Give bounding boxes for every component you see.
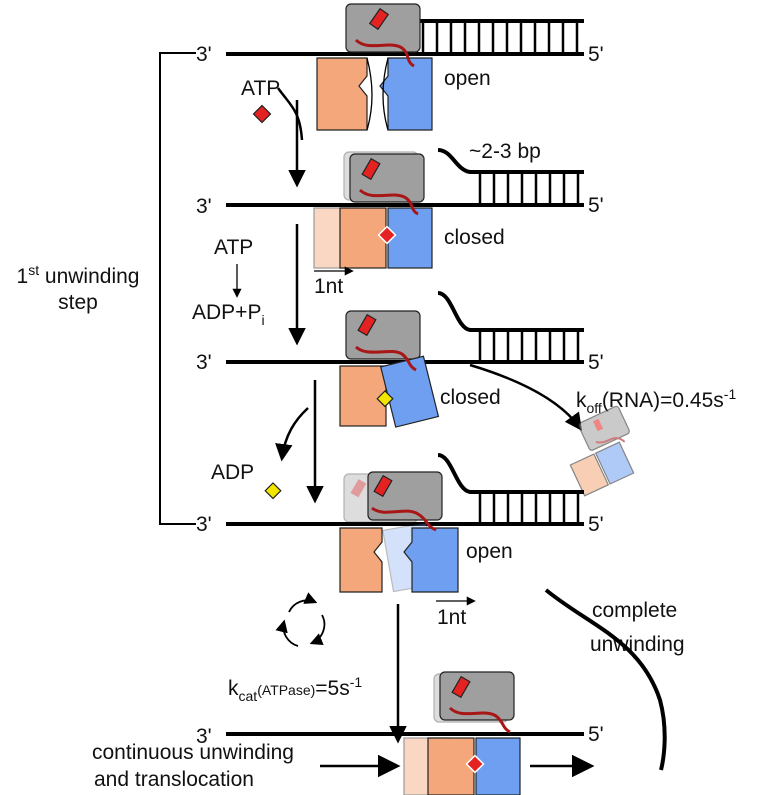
grey-domain	[345, 3, 421, 53]
state-closed-label: closed	[440, 386, 501, 409]
five-prime-label: 5'	[588, 194, 604, 217]
blue-domain	[403, 527, 459, 593]
duplex-rungs	[478, 330, 580, 362]
atp-bound-diamond-icon	[377, 225, 397, 245]
top-strand	[437, 291, 584, 332]
adp-pi-label: ADP+Pi	[192, 301, 265, 328]
atp-binding-arrow	[276, 87, 304, 141]
one-nt-label: 1nt	[314, 275, 343, 298]
five-prime-label: 5'	[588, 513, 604, 536]
blue-domain	[379, 57, 433, 131]
duplex-rungs	[478, 172, 580, 205]
top-strand	[437, 453, 584, 494]
dissociated-helicase	[569, 405, 635, 497]
orange-domain	[339, 527, 383, 593]
first-step-bracket	[159, 52, 196, 525]
state-final: 3' 5'	[196, 671, 604, 795]
domain-linker	[366, 57, 389, 131]
blue-domain	[380, 355, 440, 428]
rna-tail	[354, 345, 417, 372]
three-prime-label: 3'	[196, 351, 212, 374]
three-prime-label: 3'	[196, 43, 212, 66]
first-step-label-line2: step	[58, 291, 98, 314]
five-prime-label: 5'	[588, 723, 604, 746]
red-tag-icon	[357, 313, 377, 337]
three-prime-label: 3'	[196, 513, 212, 536]
adp-release-arrow	[275, 407, 309, 462]
state-open-1: 3' 5' open	[196, 3, 604, 131]
three-prime-label: 3'	[196, 725, 212, 748]
red-tag-icon	[368, 7, 390, 31]
koff-label: koff(RNA)=0.45s-1	[576, 386, 736, 416]
orange-domain	[339, 207, 387, 269]
first-step-label: 1st unwinding	[17, 262, 140, 288]
red-tag-icon	[451, 675, 471, 699]
three-prime-label: 3'	[196, 195, 212, 218]
atp-label: ATP	[241, 77, 280, 100]
adp-diamond-icon	[264, 482, 282, 500]
state-closed-1: 3' 5' ~2-3 bp closed 1nt	[196, 140, 604, 298]
adp-bound-diamond-icon	[376, 390, 394, 408]
top-strand	[437, 148, 584, 174]
adp-label: ADP	[211, 461, 254, 484]
complete-label-2: unwinding	[590, 633, 685, 656]
rna-tail	[354, 38, 415, 68]
continuous-label-2: and translocation	[94, 768, 254, 791]
catalytic-cycle-icon	[275, 592, 326, 647]
rna-tail	[448, 706, 511, 734]
five-prime-label: 5'	[588, 43, 604, 66]
five-prime-label: 5'	[588, 351, 604, 374]
duplex-rungs	[421, 21, 579, 54]
state-closed-2: 3' 5' closed	[196, 291, 604, 428]
atp-hydrolysis-label: ATP	[214, 236, 253, 259]
atp-diamond-icon	[252, 104, 272, 124]
atp-bound-diamond-icon	[465, 754, 485, 774]
orange-domain	[316, 57, 368, 131]
red-tag-icon	[361, 157, 381, 181]
state-closed-label: closed	[444, 226, 505, 249]
rna-tail	[371, 506, 437, 532]
red-tag-ghost-icon	[350, 479, 367, 498]
orange-domain	[427, 737, 475, 795]
orange-domain	[339, 365, 387, 427]
rna-tail	[358, 188, 419, 216]
continuous-label-1: continuous unwinding	[92, 741, 294, 764]
state-open-label: open	[466, 540, 513, 563]
red-tag-icon	[373, 474, 393, 498]
dissociation-arrow	[469, 363, 583, 431]
blue-domain	[475, 737, 521, 795]
duplex-rungs	[478, 492, 580, 524]
one-nt-label: 1nt	[437, 606, 466, 629]
released-strand	[544, 588, 667, 771]
complete-label-1: complete	[592, 599, 677, 622]
blue-domain	[387, 207, 433, 269]
bp-range-label: ~2-3 bp	[469, 140, 541, 163]
kcat-label: kcat(ATPase)=5s-1	[228, 674, 362, 704]
state-open-label: open	[444, 67, 491, 90]
state-open-2: 3' 5' open 1nt	[196, 453, 604, 629]
